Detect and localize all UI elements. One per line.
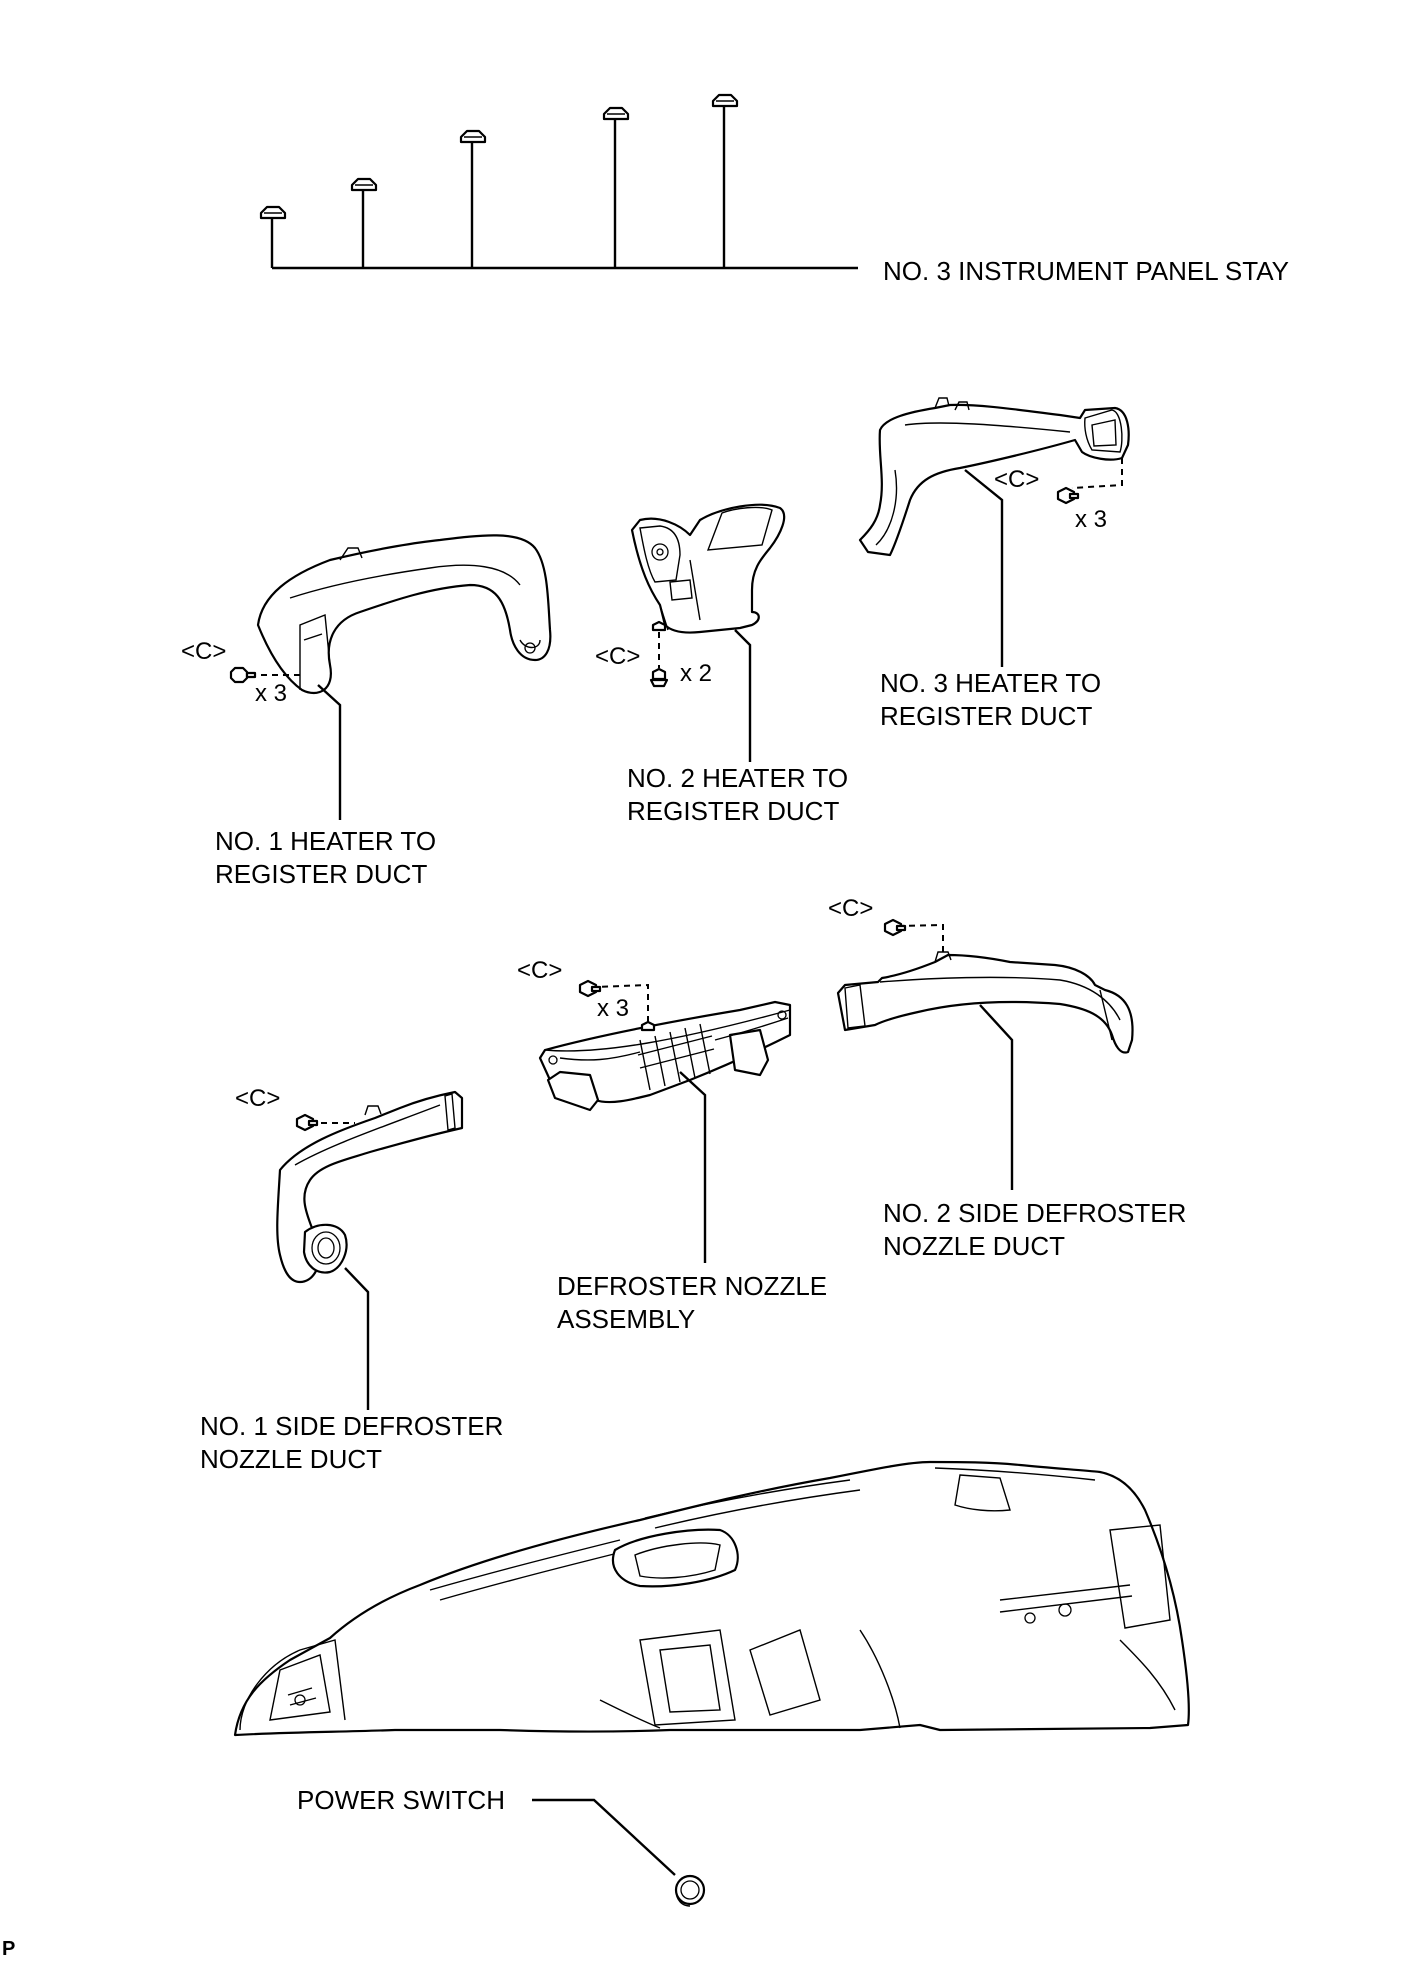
- no1-side-duct-screw: [295, 1113, 355, 1132]
- instrument-panel-drawing: [233, 1460, 1190, 1737]
- marker-no2-duct-code: <C>: [595, 643, 641, 670]
- no1-heater-duct-drawing: [256, 534, 552, 695]
- marker-no2-side-duct-code: <C>: [828, 895, 874, 922]
- no1-duct-screw: [229, 666, 300, 684]
- no1-side-duct-leader: [344, 1267, 370, 1410]
- marker-defroster-qty: x 3: [597, 995, 630, 1022]
- label-no3-heater-duct-line2: REGISTER DUCT: [880, 701, 1093, 731]
- marker-no1-side-duct-code: <C>: [235, 1085, 281, 1112]
- label-no1-side-defroster-line1: NO. 1 SIDE DEFROSTER: [200, 1411, 504, 1441]
- no3-duct-leader: [964, 469, 1004, 667]
- instrument-panel-stay-clips: [259, 93, 858, 270]
- label-instrument-panel-stay: NO. 3 INSTRUMENT PANEL STAY: [883, 256, 1289, 286]
- label-defroster-nozzle-line1: DEFROSTER NOZZLE: [557, 1271, 828, 1301]
- defroster-nozzle-drawing: [538, 1000, 792, 1112]
- marker-no3-duct-code: <C>: [994, 466, 1040, 493]
- label-no1-heater-duct-line2: REGISTER DUCT: [215, 859, 428, 889]
- label-no2-side-defroster-line1: NO. 2 SIDE DEFROSTER: [883, 1198, 1187, 1228]
- corner-mark: P: [2, 1938, 16, 1960]
- label-no2-side-defroster-line2: NOZZLE DUCT: [883, 1231, 1065, 1261]
- clip: [259, 205, 287, 220]
- no2-heater-duct-drawing: [630, 503, 786, 634]
- label-no3-heater-duct-line1: NO. 3 HEATER TO: [880, 668, 1102, 698]
- label-no2-heater-duct-line2: REGISTER DUCT: [627, 796, 840, 826]
- power-switch-drawing: [674, 1874, 706, 1907]
- marker-no2-duct-qty: x 2: [680, 660, 713, 687]
- marker-defroster-code: <C>: [517, 957, 563, 984]
- no2-duct-screw: [649, 632, 669, 688]
- no2-side-duct-leader: [979, 1004, 1014, 1190]
- defroster-screw: [578, 979, 649, 1022]
- clip: [602, 106, 630, 121]
- marker-no1-duct-code: <C>: [181, 638, 227, 665]
- no2-duct-leader: [734, 629, 752, 762]
- marker-no3-duct-qty: x 3: [1075, 506, 1108, 533]
- no3-heater-duct-drawing: [858, 397, 1130, 557]
- no2-side-defroster-duct-drawing: [836, 951, 1134, 1054]
- marker-no1-duct-qty: x 3: [255, 680, 288, 707]
- clip: [350, 177, 378, 192]
- clip: [711, 93, 739, 108]
- no3-duct-screw: [1056, 458, 1123, 505]
- label-power-switch: POWER SWITCH: [297, 1785, 505, 1815]
- no1-duct-leader: [317, 684, 342, 820]
- label-no1-side-defroster-line2: NOZZLE DUCT: [200, 1444, 382, 1474]
- power-switch-leader: [532, 1798, 676, 1876]
- defroster-leader: [679, 1071, 707, 1263]
- label-no2-heater-duct-line1: NO. 2 HEATER TO: [627, 763, 849, 793]
- clip: [459, 129, 487, 144]
- label-defroster-nozzle-line2: ASSEMBLY: [557, 1304, 696, 1334]
- no2-side-duct-screw: [883, 918, 944, 952]
- label-no1-heater-duct-line1: NO. 1 HEATER TO: [215, 826, 437, 856]
- no1-side-defroster-duct-drawing: [276, 1090, 464, 1284]
